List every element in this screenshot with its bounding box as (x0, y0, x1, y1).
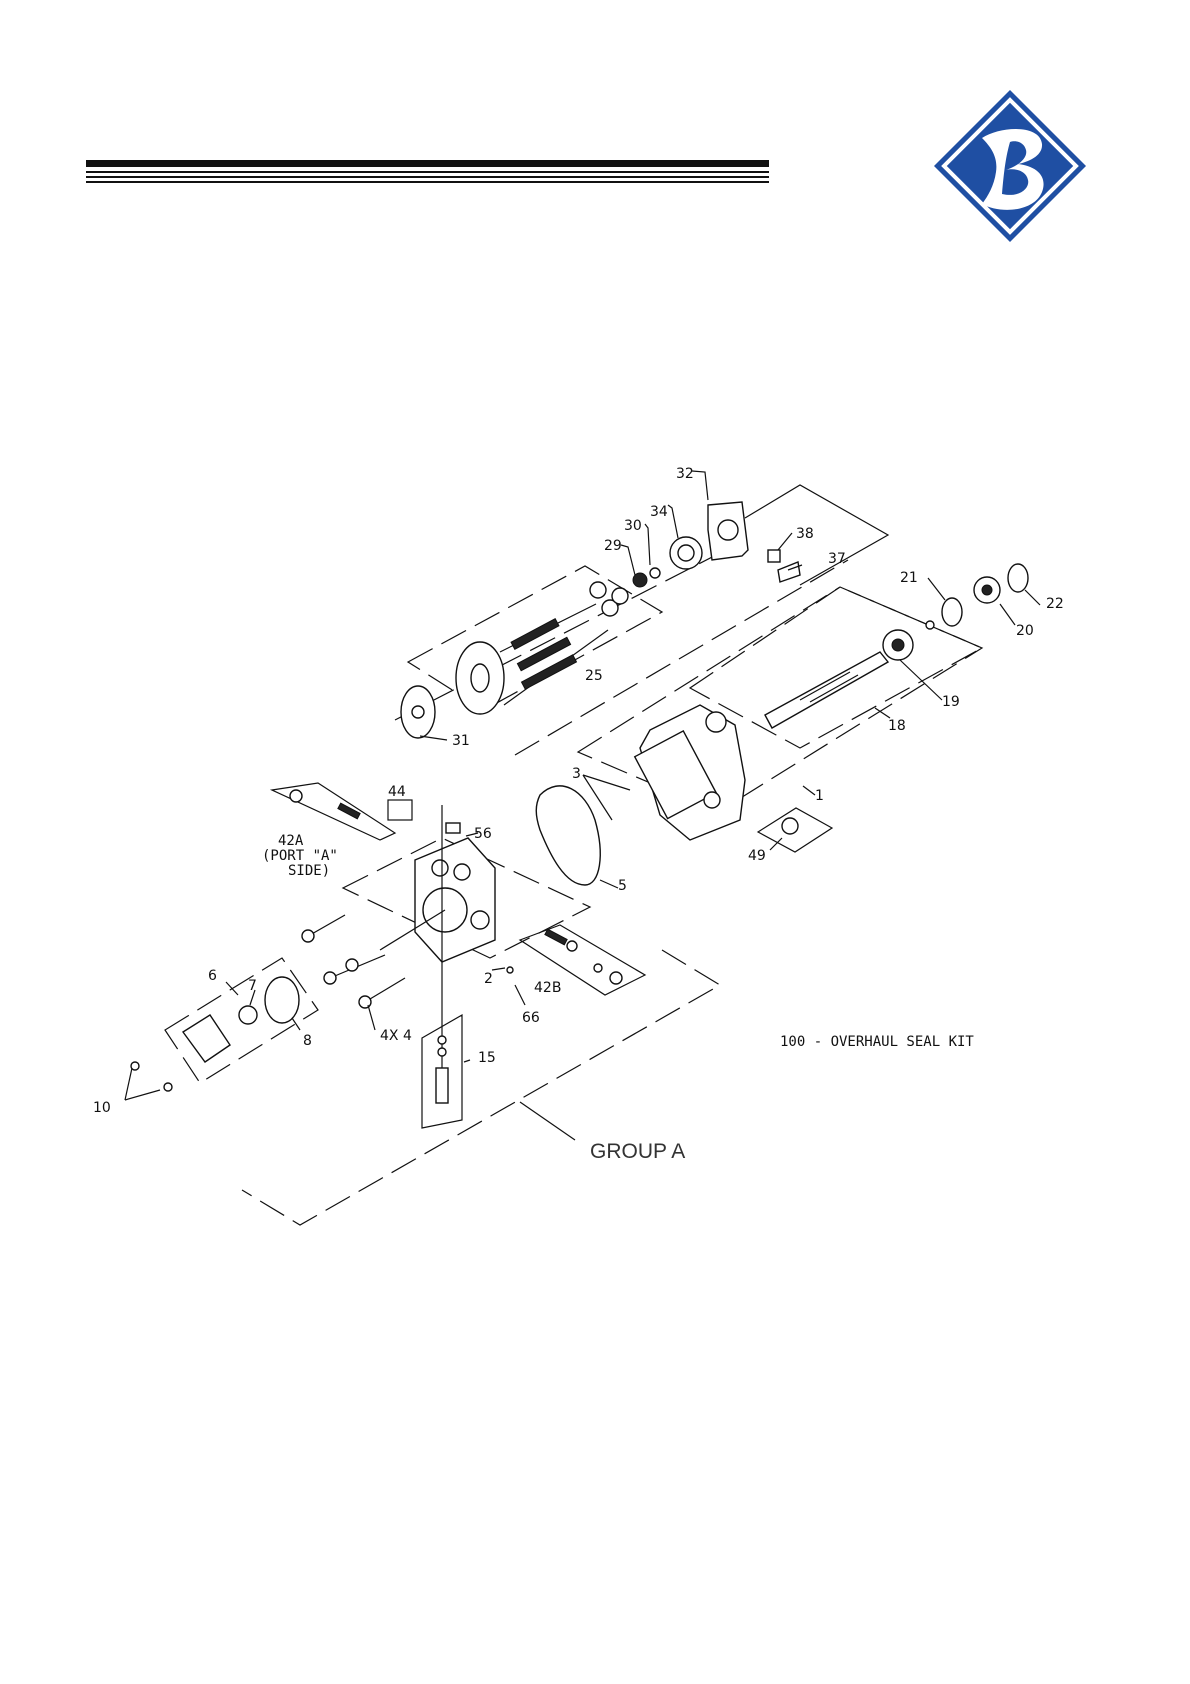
callout-5: 5 (618, 878, 627, 894)
callout-21: 21 (900, 570, 918, 586)
port-note-line-1: 42A (278, 833, 304, 849)
callout-10: 10 (93, 1100, 111, 1116)
port-note-line-2: (PORT "A" (262, 848, 338, 864)
callout-19: 19 (942, 694, 960, 710)
callout-25: 25 (585, 668, 603, 684)
callout-2: 2 (484, 971, 493, 987)
callout-30: 30 (624, 518, 642, 534)
rotating-group-part (456, 582, 628, 714)
callout-29: 29 (604, 538, 622, 554)
pump-housing-part (635, 705, 745, 840)
callout-32: 32 (676, 466, 694, 482)
end-cover-6-part (183, 1015, 230, 1062)
callout-66: 66 (522, 1010, 540, 1026)
port-block-part (380, 838, 495, 962)
callout-15: 15 (478, 1050, 496, 1066)
callout-22: 22 (1046, 596, 1064, 612)
callout-31: 31 (452, 733, 470, 749)
callout-20: 20 (1016, 623, 1034, 639)
housing-frame (578, 587, 982, 812)
callout-18: 18 (888, 718, 906, 734)
drive-shaft-part (765, 652, 888, 728)
callout-38: 38 (796, 526, 814, 542)
callout-3: 3 (572, 766, 581, 782)
group-a-outline (242, 950, 720, 1225)
callout-37: 37 (828, 551, 846, 567)
port-note-line-3: SIDE) (288, 863, 330, 879)
overhaul-seal-kit-note: 100 - OVERHAUL SEAL KIT (780, 1034, 974, 1050)
callout-7: 7 (248, 978, 257, 994)
gasket-5-part (536, 786, 600, 885)
callout-56: 56 (474, 826, 492, 842)
callout-1: 1 (815, 788, 824, 804)
callout-8: 8 (303, 1033, 312, 1049)
callout-44: 44 (388, 784, 406, 800)
group-a-label: GROUP A (590, 1140, 685, 1163)
callout-34: 34 (650, 504, 668, 520)
callout-42b: 42B (534, 980, 561, 996)
callout-49: 49 (748, 848, 766, 864)
callout-4x4: 4X 4 (380, 1028, 412, 1044)
callout-6: 6 (208, 968, 217, 984)
